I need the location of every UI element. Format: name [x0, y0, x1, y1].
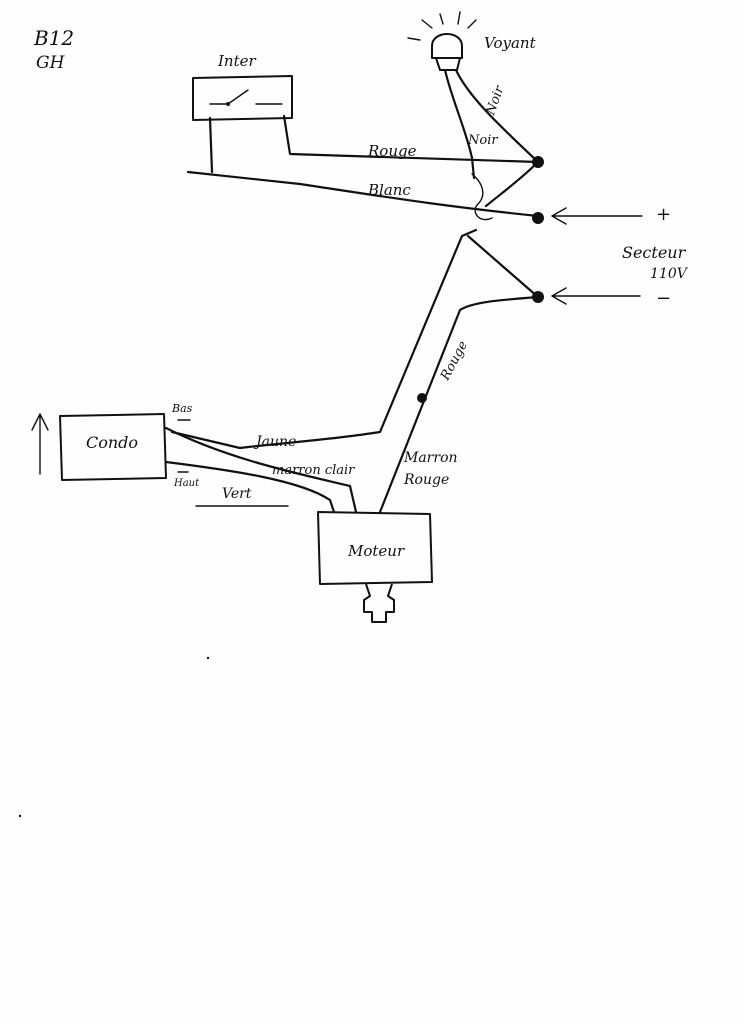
lamp-rays-icon: [407, 11, 477, 41]
supply-minus: −: [656, 288, 671, 309]
supply-arrow-minus-icon: [551, 287, 641, 305]
terminal-plus: [532, 212, 544, 224]
motor-label: Moteur: [347, 542, 405, 560]
terminal-top: [532, 156, 544, 168]
wire-vert: [164, 460, 336, 514]
switch-component: Inter: [192, 52, 293, 121]
lamp-bulb-icon: [431, 33, 463, 59]
wire-jaune: [170, 228, 478, 450]
stray-mark: [206, 656, 210, 660]
wire-noir-side: [443, 68, 476, 180]
lamp-label: Voyant: [484, 34, 537, 52]
label-jaune: Jaune: [253, 434, 296, 450]
stray-mark: [18, 814, 22, 818]
label-rouge-mid: Rouge: [438, 338, 472, 383]
switch-contact-icon: [209, 89, 283, 105]
wire-noir-return: [484, 160, 540, 208]
label-noir-side: Noir: [467, 133, 498, 148]
supply-arrow-plus-icon: [551, 207, 643, 225]
supply-plus: +: [656, 204, 671, 225]
header-line2: GH: [36, 53, 66, 73]
header-line1: B12: [33, 26, 74, 50]
label-noir-top: Noir: [483, 83, 508, 118]
motor-box: [317, 511, 433, 585]
label-marron-rouge-1: Marron: [403, 450, 458, 466]
arrow-up-icon: [31, 413, 49, 475]
switch-pivot: [226, 102, 230, 106]
supply-label: Secteur: [622, 243, 687, 262]
label-marron-clair: marron clair: [272, 463, 355, 478]
wire-splice-dot: [417, 393, 427, 403]
lamp-base: [435, 57, 461, 71]
motor-component: Moteur: [317, 511, 433, 623]
wire-blanc: [186, 170, 540, 218]
wire-rouge-mid: [378, 295, 540, 514]
label-blanc: Blanc: [367, 181, 411, 199]
wire-crossing-loop: [471, 173, 493, 221]
motor-shaft-icon: [363, 583, 395, 623]
switch-box: [192, 75, 293, 121]
capacitor-box: [59, 413, 167, 481]
switch-label: Inter: [217, 52, 256, 70]
wire-minus-link: [466, 234, 540, 299]
terminal-ticks: [177, 419, 191, 473]
capacitor-component: Condo Bas Haut: [31, 402, 200, 489]
label-marron-rouge-2: Rouge: [403, 472, 449, 488]
wire-switch-left: [208, 116, 214, 174]
supply-voltage: 110V: [650, 266, 689, 282]
lamp-component: Voyant: [407, 11, 537, 71]
terminal-haut-label: Haut: [173, 478, 200, 489]
wire-noir-top: [454, 68, 540, 164]
label-rouge-top: Rouge: [367, 142, 417, 160]
terminal-bas-label: Bas: [171, 402, 193, 415]
wire-marron-clair: [164, 426, 358, 514]
wire-rouge-top: [282, 114, 540, 164]
label-vert: Vert: [222, 486, 252, 502]
capacitor-label: Condo: [86, 433, 138, 452]
